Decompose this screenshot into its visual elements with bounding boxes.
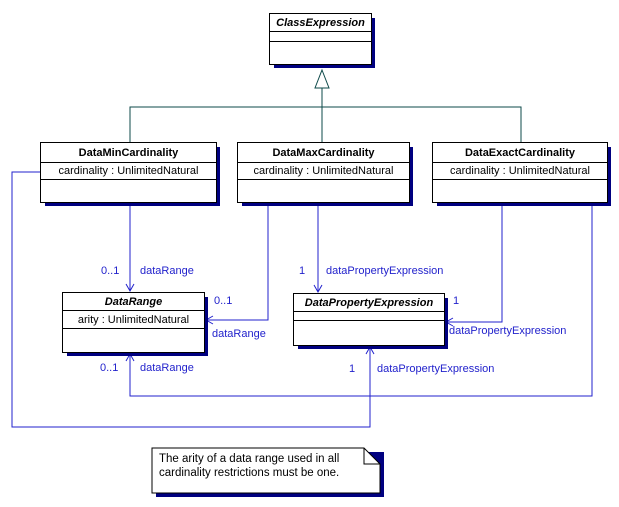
class-box-data-max-cardinality: DataMaxCardinality cardinality : Unlimit… xyxy=(237,142,410,203)
assoc-min-dpe-line xyxy=(11,171,371,428)
assoc-exact-datarange-line xyxy=(129,203,593,397)
assoc-exact-datarange-arrow-icon xyxy=(125,352,135,362)
assoc-max-datarange-arrow-icon xyxy=(204,315,214,325)
class-box-data-range: DataRange arity : UnlimitedNatural xyxy=(62,292,205,353)
class-attributes-compartment: arity : UnlimitedNatural xyxy=(63,311,204,329)
assoc-exact-dpe-arrow-icon xyxy=(444,317,454,327)
class-attributes-compartment xyxy=(294,312,444,321)
class-attributes-compartment: cardinality : UnlimitedNatural xyxy=(433,163,607,180)
assoc-exact-dpe-line xyxy=(447,203,503,323)
role-exact-datarange: dataRange xyxy=(140,362,194,374)
class-box-class-expression: ClassExpression xyxy=(269,13,372,65)
assoc-max-datarange-line xyxy=(207,203,269,321)
class-title: DataRange xyxy=(63,293,204,311)
class-box-data-exact-cardinality: DataExactCardinality cardinality : Unlim… xyxy=(432,142,608,203)
role-max-dpe: dataPropertyExpression xyxy=(326,265,444,277)
multiplicity-max-dpe: 1 xyxy=(299,265,306,277)
note-line-2: cardinality restrictions must be one. xyxy=(159,467,340,479)
attribute: cardinality : UnlimitedNatural xyxy=(253,165,394,177)
attribute: arity : UnlimitedNatural xyxy=(77,313,190,326)
note-line-1: The arity of a data range used in all xyxy=(159,453,340,465)
multiplicity-max-datarange: 0..1 xyxy=(214,295,233,307)
multiplicity-min-datarange: 0..1 xyxy=(101,265,120,277)
assoc-min-datarange-arrow-icon xyxy=(125,283,135,293)
class-title: DataMinCardinality xyxy=(41,143,216,163)
assoc-max-dpe-arrow-icon xyxy=(313,284,323,294)
role-min-datarange: dataRange xyxy=(140,265,194,277)
class-title: DataMaxCardinality xyxy=(238,143,409,163)
role-max-datarange: dataRange xyxy=(212,328,266,340)
note: The arity of a data range used in all ca… xyxy=(159,452,374,480)
class-attributes-compartment: cardinality : UnlimitedNatural xyxy=(41,163,216,180)
class-title: DataPropertyExpression xyxy=(294,294,444,312)
generalization-triangle-icon xyxy=(314,68,330,89)
note-fold-corner-icon xyxy=(363,448,380,465)
multiplicity-exact-dpe: 1 xyxy=(453,295,460,307)
class-attributes-compartment xyxy=(270,32,371,42)
generalization-lines xyxy=(129,88,522,142)
assoc-min-dpe-arrow-icon xyxy=(365,345,375,355)
class-box-data-property-expression: DataPropertyExpression xyxy=(293,293,445,346)
class-attributes-compartment: cardinality : UnlimitedNatural xyxy=(238,163,409,180)
note-shape xyxy=(151,447,381,494)
attribute: cardinality : UnlimitedNatural xyxy=(450,165,590,177)
role-exact-dpe: dataPropertyExpression xyxy=(449,325,567,337)
class-title: ClassExpression xyxy=(270,14,371,32)
multiplicity-exact-datarange: 0..1 xyxy=(100,362,119,374)
class-title: DataExactCardinality xyxy=(433,143,607,163)
class-box-data-min-cardinality: DataMinCardinality cardinality : Unlimit… xyxy=(40,142,217,203)
attribute: cardinality : UnlimitedNatural xyxy=(58,165,199,177)
role-min-dpe: dataPropertyExpression xyxy=(377,363,495,375)
multiplicity-min-dpe: 1 xyxy=(349,363,356,375)
